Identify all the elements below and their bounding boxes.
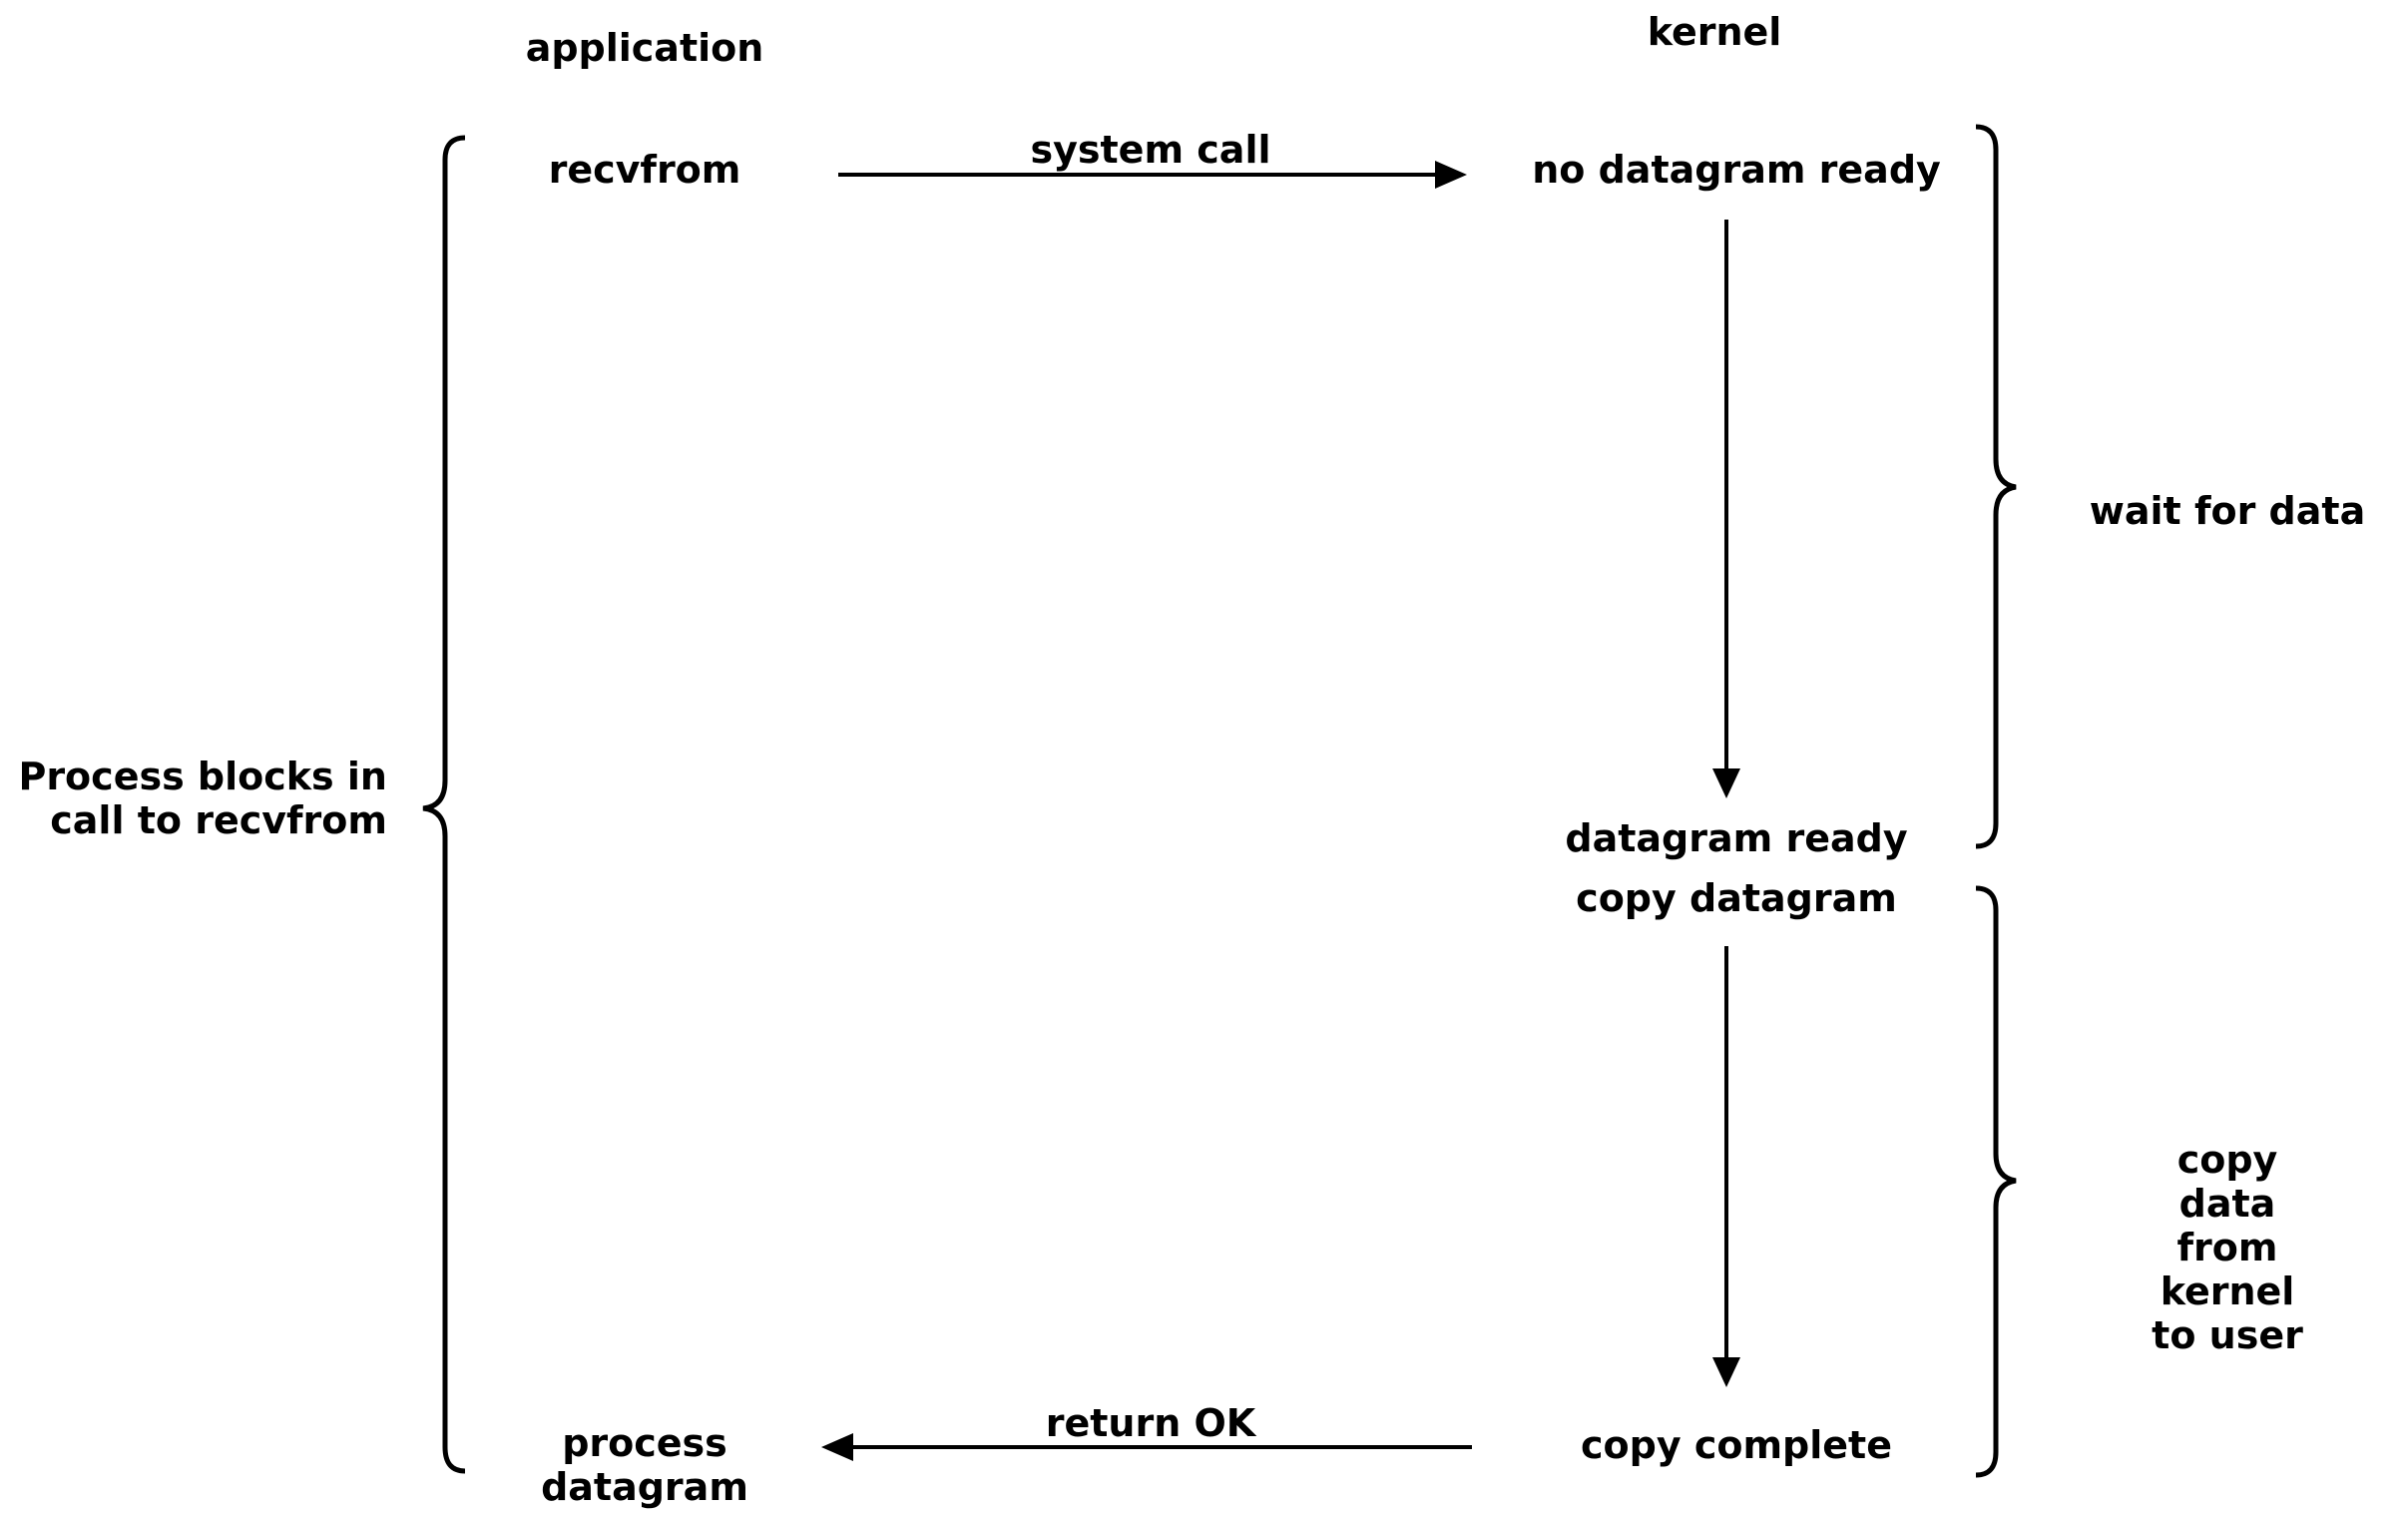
process-blocks-line1: Process blocks in — [18, 755, 387, 798]
wait-arrow — [1712, 220, 1740, 798]
return-ok-arrow — [821, 1433, 1472, 1461]
process-blocks-label: Process blocks in call to recvfrom — [0, 755, 387, 842]
system-call-arrow — [838, 161, 1467, 189]
application-column-header: application — [525, 26, 764, 70]
blocks-brace — [422, 135, 466, 1474]
system-call-label: system call — [1030, 128, 1271, 172]
copy-brace — [1975, 885, 2017, 1478]
copy-data-line1: copy data from — [2176, 1138, 2278, 1269]
return-ok-label: return OK — [1045, 1401, 1256, 1445]
copy-datagram-label: copy datagram — [1576, 876, 1897, 920]
copy-data-line2: kernel to user — [2152, 1269, 2303, 1357]
process-datagram-line1: process — [562, 1421, 727, 1465]
wait-for-data-label: wait for data — [2089, 489, 2366, 533]
process-blocks-line2: call to recvfrom — [50, 798, 387, 842]
kernel-column-header: kernel — [1647, 10, 1782, 54]
recvfrom-label: recvfrom — [548, 148, 741, 192]
no-datagram-ready-label: no datagram ready — [1532, 148, 1941, 192]
process-datagram-label: process datagram — [541, 1421, 748, 1509]
copy-complete-label: copy complete — [1581, 1423, 1892, 1467]
datagram-ready-label: datagram ready — [1565, 816, 1908, 860]
process-datagram-line2: datagram — [541, 1465, 748, 1509]
copy-arrow — [1712, 946, 1740, 1387]
copy-data-label: copy data from kernel to user — [2138, 1138, 2318, 1357]
wait-brace — [1975, 124, 2017, 849]
